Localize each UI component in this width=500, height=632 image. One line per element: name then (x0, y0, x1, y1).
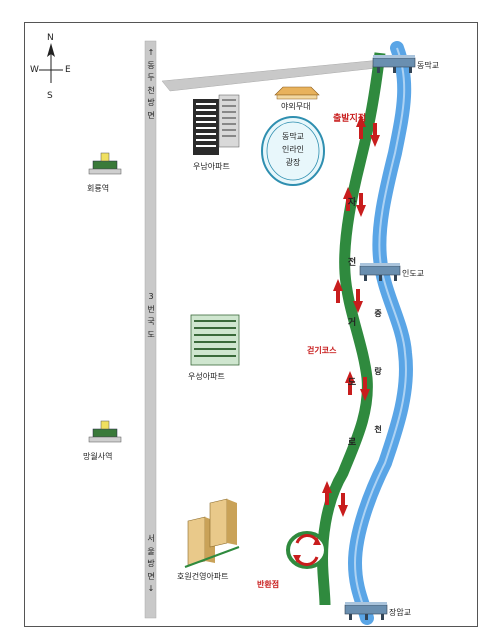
road-label-national-3: 3 번 국 도 (147, 292, 155, 339)
woosung-apartment-icon (190, 314, 240, 366)
indo-bridge-icon (359, 263, 401, 281)
jangam-bridge-icon (344, 602, 388, 620)
compass-n: N (47, 33, 54, 43)
plaza-label: 동막교 인라인 광장 (281, 132, 305, 167)
map-frame: N W E S ↑ 동 두 천 방 면 3 번 국 도 서 울 방 면 ↓ 회룡… (24, 22, 478, 627)
wunam-apartment-label: 우남아파트 (193, 162, 230, 171)
turnaround-label: 반환점 (257, 580, 280, 589)
dongmak-bridge-label: 동막교 (417, 61, 440, 70)
indo-bridge-label: 인도교 (402, 269, 425, 278)
national-road-3 (144, 40, 157, 619)
mangwolsa-station-label: 망월사역 (83, 452, 113, 461)
stream-label: 중 랑 천 (374, 309, 382, 434)
howon-apartment-icon (184, 498, 240, 568)
walking-course-label: 걷기코스 (307, 346, 337, 355)
jangam-bridge-label: 장암교 (389, 608, 412, 617)
mangwolsa-station-icon (88, 420, 122, 443)
compass-s: S (47, 91, 53, 101)
course-arrows (322, 115, 380, 517)
turnaround-loop (286, 531, 328, 569)
map-canvas (39, 40, 416, 625)
compass-e: E (65, 65, 71, 75)
road-label-dongducheon: ↑ 동 두 천 방 면 (147, 48, 155, 120)
hoeryong-station-label: 회룡역 (87, 184, 110, 193)
road-label-seoul: 서 울 방 면 ↓ (147, 534, 155, 593)
start-point-label: 출발지점 (333, 114, 367, 124)
compass-icon (39, 43, 63, 83)
wunam-apartment-icon (193, 94, 240, 155)
outdoor-stage-icon (274, 86, 320, 100)
compass-w: W (30, 65, 39, 75)
dongmak-bridge-icon (372, 55, 416, 73)
howon-apartment-label: 호원건영아파트 (177, 572, 229, 581)
hoeryong-station-icon (88, 152, 122, 175)
woosung-apartment-label: 우성아파트 (188, 372, 225, 381)
bike-path-label: 자 전 거 도 로 (347, 198, 357, 448)
cross-road (161, 59, 381, 92)
outdoor-stage-label: 야외무대 (281, 102, 311, 111)
inline-plaza (261, 116, 325, 186)
